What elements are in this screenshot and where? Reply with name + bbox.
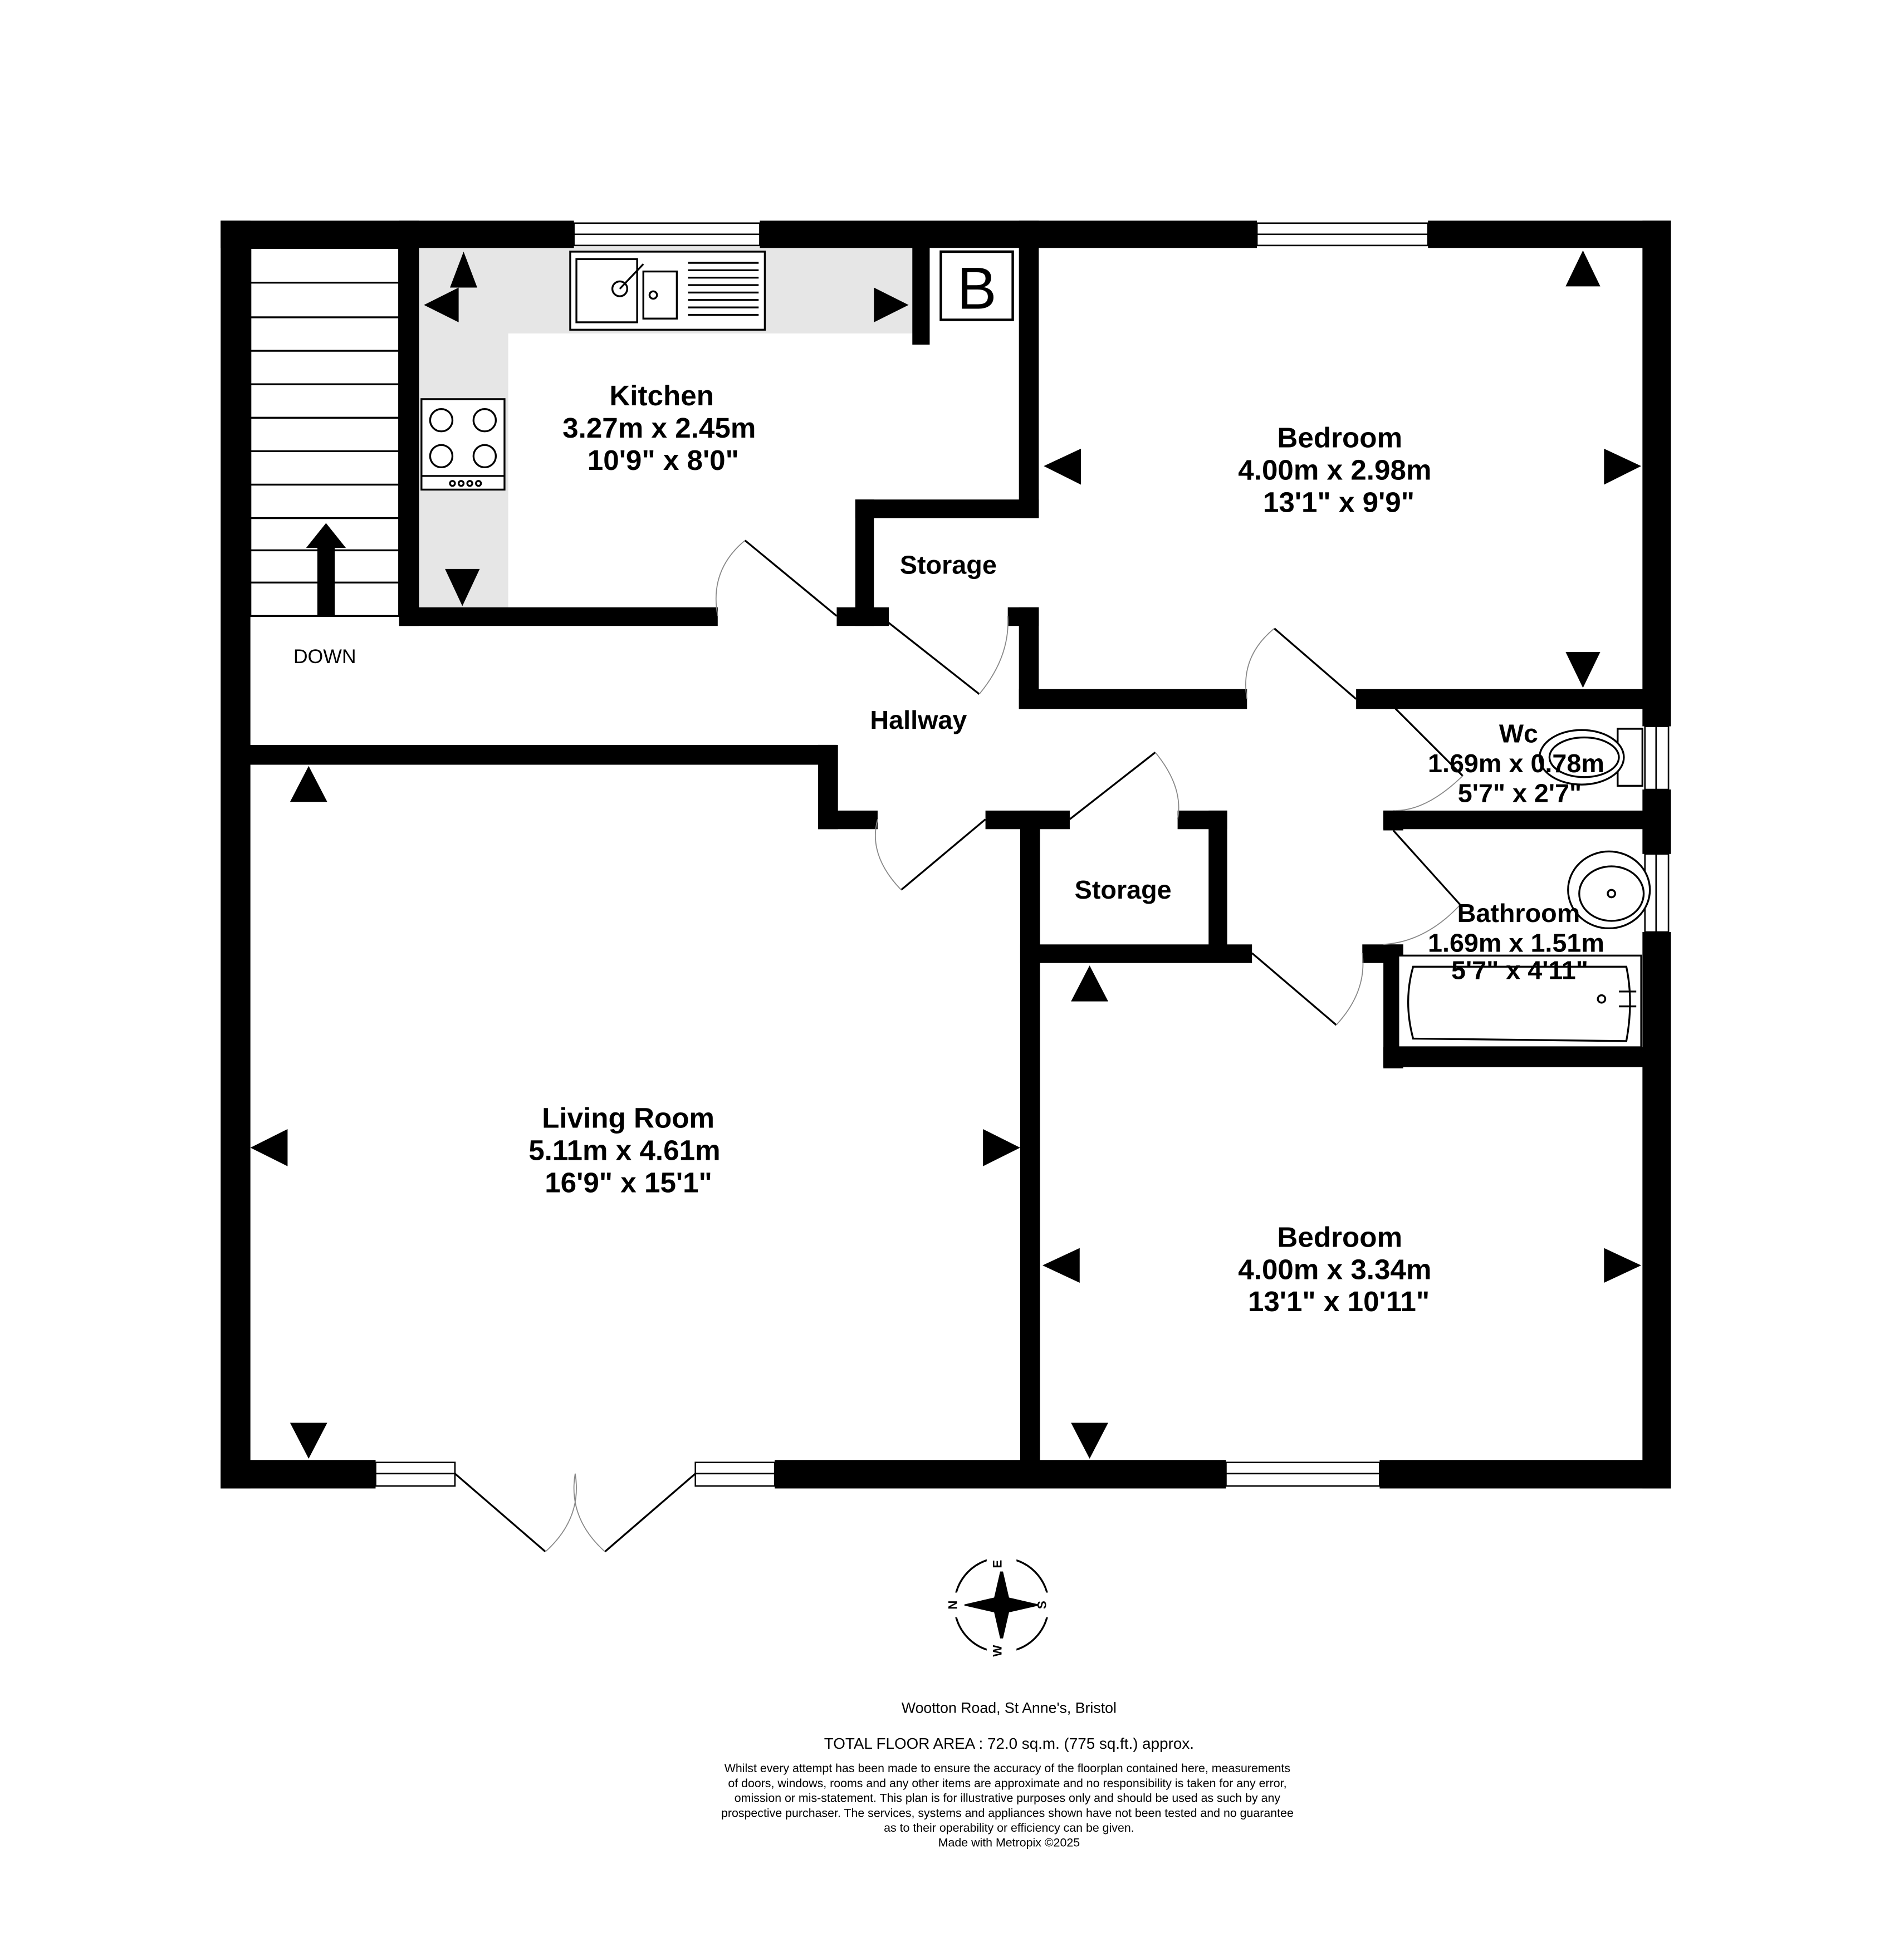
storage-1-label: Storage <box>900 551 997 580</box>
credit: Made with Metropix ©2025 <box>938 1836 1080 1850</box>
room-labels: Kitchen 3.27m x 2.45m 10'9" x 8'0" Bedro… <box>293 380 1612 1317</box>
disclaimer: Whilst every attempt has been made to en… <box>721 1762 1297 1835</box>
boiler-label: B <box>957 254 996 321</box>
compass-n: N <box>946 1601 960 1610</box>
bath-icon <box>1397 954 1642 1048</box>
bathroom-label: Bathroom 1.69m x 1.51m 5'7" x 4'11" <box>1428 899 1612 984</box>
boiler-icon: B <box>939 250 1014 321</box>
total-floor-area: TOTAL FLOOR AREA : 72.0 sq.m. (775 sq.ft… <box>824 1735 1194 1752</box>
stairs-arrow-icon <box>306 523 346 616</box>
stairs-label: DOWN <box>293 645 356 668</box>
living-room-label: Living Room 5.11m x 4.61m 16'9" x 15'1" <box>528 1102 728 1199</box>
sink-icon <box>569 251 766 331</box>
windows <box>375 222 1670 1487</box>
walls <box>221 220 1671 1489</box>
bedroom-1-label: Bedroom 4.00m x 2.98m 13'1" x 9'9" <box>1238 422 1439 518</box>
toilet-icon <box>1538 728 1644 787</box>
compass-e: E <box>991 1560 1005 1568</box>
compass-s: S <box>1035 1601 1049 1609</box>
hallway-label: Hallway <box>870 705 967 734</box>
basin-icon <box>1567 850 1651 930</box>
compass-icon: N E S W <box>946 1556 1054 1657</box>
bedroom-2-label: Bedroom 4.00m x 3.34m 13'1" x 10'11" <box>1238 1221 1439 1317</box>
kitchen-label: Kitchen 3.27m x 2.45m 10'9" x 8'0" <box>562 380 763 476</box>
compass-w: W <box>991 1645 1005 1657</box>
hob-icon <box>420 398 506 491</box>
doors <box>454 539 1464 1553</box>
storage-2-label: Storage <box>1075 875 1172 904</box>
wc-label: Wc 1.69m x 0.78m 5'7" x 2'7" <box>1428 719 1612 807</box>
address: Wootton Road, St Anne's, Bristol <box>902 1699 1117 1716</box>
footer: Wootton Road, St Anne's, Bristol TOTAL F… <box>721 1699 1297 1850</box>
dimension-arrows <box>250 250 1642 1459</box>
